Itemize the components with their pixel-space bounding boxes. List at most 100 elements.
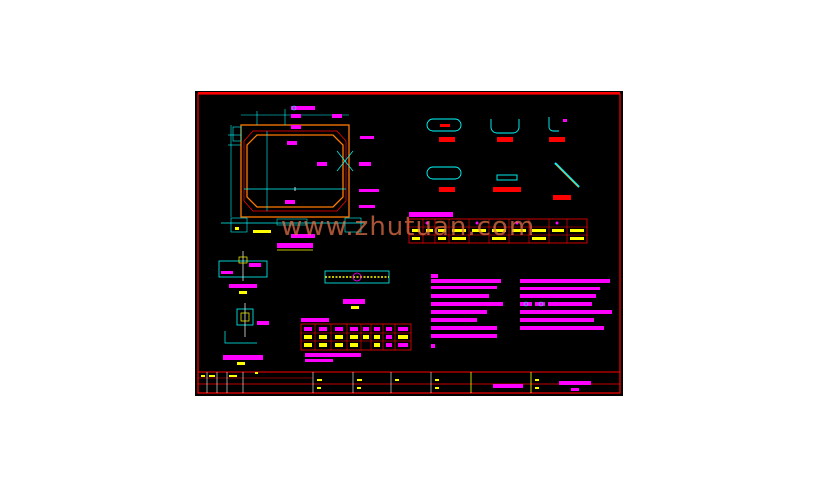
material-quantity-table — [408, 212, 588, 244]
note-line — [520, 302, 532, 306]
footing-right — [344, 217, 362, 233]
note-line — [431, 344, 435, 348]
title-block-project-name — [559, 381, 591, 385]
schedule-note — [305, 353, 361, 357]
table-cell-text — [492, 237, 506, 240]
callout-label — [317, 162, 327, 166]
note-line — [520, 294, 596, 298]
table-cell-text — [452, 229, 466, 232]
schedule-title — [301, 318, 329, 322]
callout-label — [291, 114, 301, 118]
title-block-text — [317, 379, 322, 381]
schedule-header-cell — [335, 327, 343, 331]
title-block-text — [229, 375, 237, 377]
waterstop-bulb — [352, 272, 362, 282]
table-cell-text — [426, 229, 433, 232]
rebar-shape-4-label — [439, 187, 455, 192]
table-cell-text — [472, 229, 486, 232]
title-block-text — [535, 387, 539, 389]
callout-label — [332, 114, 342, 118]
note-line — [431, 326, 497, 330]
base-slab-detail — [276, 218, 308, 226]
title-block-text — [255, 372, 258, 374]
schedule-frame — [300, 323, 412, 351]
rebar-cage-outer — [243, 130, 347, 212]
schedule-cell — [386, 335, 392, 339]
note-line — [520, 287, 600, 290]
rebar-shape-details — [426, 117, 580, 200]
schedule-header-cell — [304, 327, 312, 331]
note-line — [520, 279, 610, 283]
rebar-shape-1-label — [439, 137, 455, 142]
joint-detail-1 — [218, 251, 268, 294]
schedule-header-cell — [350, 327, 358, 331]
table-cell-text — [438, 237, 446, 240]
rebar-shape-6 — [554, 162, 580, 188]
table-cell-text — [412, 229, 420, 232]
table-cell-text — [492, 229, 506, 232]
callout-label — [291, 106, 315, 110]
title-block-text — [317, 387, 321, 389]
haunch-rebar-2 — [336, 150, 354, 172]
base-dim-text — [253, 230, 271, 233]
joint-detail-2-mark — [257, 321, 269, 325]
schedule-cell — [398, 343, 408, 347]
table-header-mark — [425, 221, 429, 225]
title-block-text — [201, 375, 205, 377]
table-header-mark — [515, 221, 519, 225]
callout-label — [285, 200, 295, 204]
culvert-inner-wall — [246, 134, 344, 208]
joint-detail-2-scale — [237, 362, 245, 365]
schedule-note — [305, 359, 333, 362]
joint-detail-2-base — [224, 331, 257, 344]
schedule-cell — [335, 343, 343, 347]
note-line — [431, 310, 487, 314]
note-line — [535, 302, 545, 306]
note-line — [431, 286, 497, 289]
waterstop-title — [343, 299, 365, 304]
joint-detail-1-scale — [239, 291, 247, 294]
drawing-canvas: www.zhutuan.com — [195, 91, 623, 396]
rebar-shape-2-label — [497, 137, 513, 142]
notes-heading — [431, 274, 438, 278]
table-cell-text — [438, 229, 446, 232]
joint-detail-1-title — [229, 284, 257, 288]
rebar-shape-1-mark — [440, 124, 450, 127]
table-header-mark — [475, 221, 479, 225]
schedule-cell — [319, 335, 327, 339]
title-block-text — [209, 375, 215, 377]
callout-label — [360, 136, 374, 139]
table-cell-text — [552, 229, 564, 232]
rebar-shape-5 — [496, 174, 518, 181]
schedule-cell — [350, 343, 358, 347]
note-symbol — [523, 301, 529, 307]
schedule-cell — [350, 335, 358, 339]
rebar-schedule-table — [300, 318, 412, 362]
callout-label — [287, 141, 297, 145]
title-block-text — [535, 379, 539, 381]
table-cell-text — [512, 229, 526, 232]
table-header-mark — [555, 221, 559, 225]
callout-label — [359, 189, 379, 192]
schedule-cell — [363, 335, 369, 339]
table-cell-text — [570, 237, 584, 240]
joint-detail-2-core — [240, 312, 250, 322]
schedule-cell — [386, 343, 392, 347]
table-cell-text — [412, 237, 420, 240]
title-block-text — [435, 379, 439, 381]
design-notes — [431, 274, 612, 348]
schedule-header-cell — [374, 327, 380, 331]
rebar-shape-3 — [548, 117, 559, 132]
rebar-shape-3-label — [549, 137, 565, 142]
cad-drawing-sheet: www.zhutuan.com — [195, 91, 623, 396]
rebar-callouts — [277, 105, 379, 251]
callout-label — [291, 125, 301, 129]
note-line — [431, 302, 503, 306]
schedule-header-cell — [398, 327, 408, 331]
note-line — [431, 318, 477, 322]
schedule-cell — [319, 343, 327, 347]
dimension-box-left — [232, 126, 242, 142]
table-frame — [408, 218, 588, 244]
schedule-cell — [304, 343, 312, 347]
section-title-main — [277, 243, 313, 248]
